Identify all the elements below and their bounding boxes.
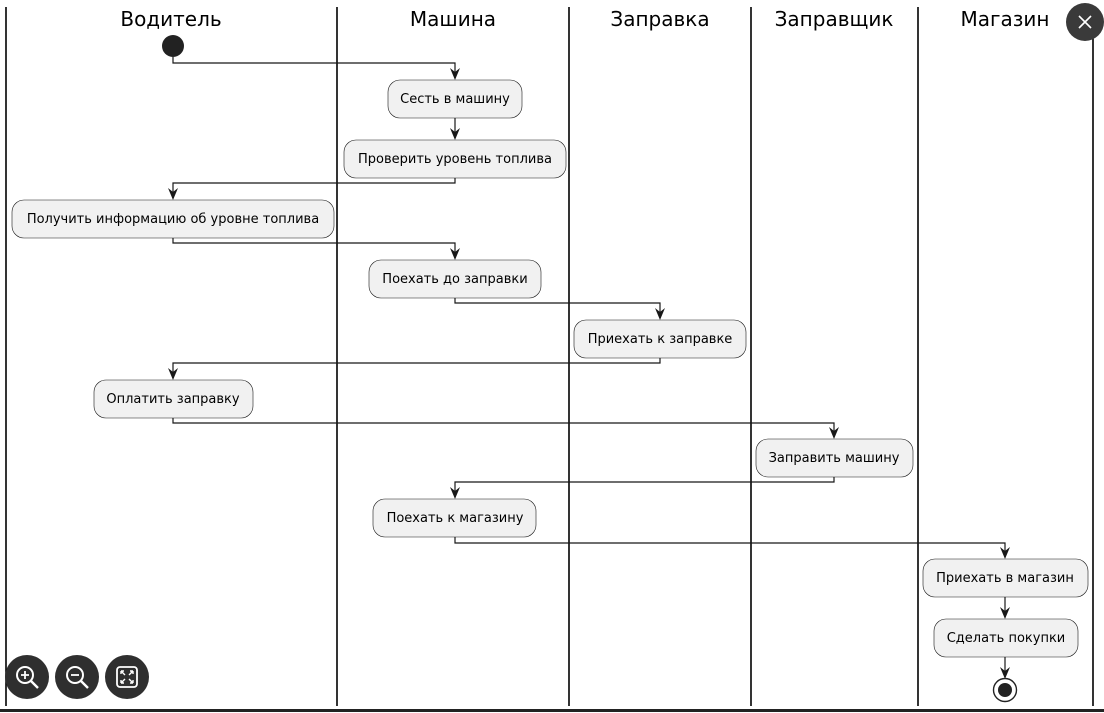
- activity-shopping: Сделать покупки: [933, 618, 1079, 658]
- activity-drive-to-station: Поехать до заправки: [368, 259, 542, 299]
- svg-text:Поехать к магазину: Поехать к магазину: [387, 511, 524, 526]
- svg-text:Заправить машину: Заправить машину: [769, 451, 900, 466]
- svg-text:Сесть в машину: Сесть в машину: [400, 92, 510, 107]
- fit-screen-icon: [114, 664, 140, 690]
- lane-title-car: Машина: [410, 7, 496, 31]
- activity-arrive-store: Приехать в магазин: [922, 558, 1089, 598]
- svg-text:Проверить уровень топлива: Проверить уровень топлива: [358, 152, 552, 167]
- svg-text:Приехать к заправке: Приехать к заправке: [588, 332, 733, 347]
- close-button[interactable]: [1066, 3, 1104, 41]
- zoom-out-button[interactable]: [55, 655, 99, 699]
- svg-text:Поехать до заправки: Поехать до заправки: [382, 272, 527, 287]
- activity-get-fuel-info: Получить информацию об уровне топлива: [11, 199, 335, 239]
- svg-text:Сделать покупки: Сделать покупки: [947, 631, 1066, 646]
- svg-text:Приехать в магазин: Приехать в магазин: [936, 571, 1074, 586]
- lane-title-driver: Водитель: [120, 7, 221, 31]
- activity-drive-to-store: Поехать к магазину: [372, 498, 537, 538]
- bottom-border: [0, 709, 1104, 712]
- activity-check-fuel: Проверить уровень топлива: [343, 139, 567, 179]
- zoom-out-icon: [63, 663, 91, 691]
- activity-refuel-car: Заправить машину: [755, 438, 914, 478]
- svg-text:Оплатить заправку: Оплатить заправку: [106, 392, 240, 407]
- activity-arrive-station: Приехать к заправке: [573, 319, 747, 359]
- fit-screen-button[interactable]: [105, 655, 149, 699]
- svg-text:Получить информацию об уровне: Получить информацию об уровне топлива: [27, 212, 319, 227]
- close-icon: [1076, 13, 1094, 31]
- zoom-in-button[interactable]: [5, 655, 49, 699]
- activity-pay-fuel: Оплатить заправку: [93, 379, 254, 419]
- lane-title-attendant: Заправщик: [775, 7, 894, 31]
- start-node: [162, 35, 184, 57]
- end-node: [992, 677, 1018, 703]
- zoom-in-icon: [13, 663, 41, 691]
- lane-title-station: Заправка: [610, 7, 709, 31]
- control-flows: [172, 57, 1006, 677]
- flow-arrowheads: [168, 68, 1010, 679]
- lane-title-store: Магазин: [961, 7, 1050, 31]
- activity-sit-in-car: Сесть в машину: [387, 79, 523, 119]
